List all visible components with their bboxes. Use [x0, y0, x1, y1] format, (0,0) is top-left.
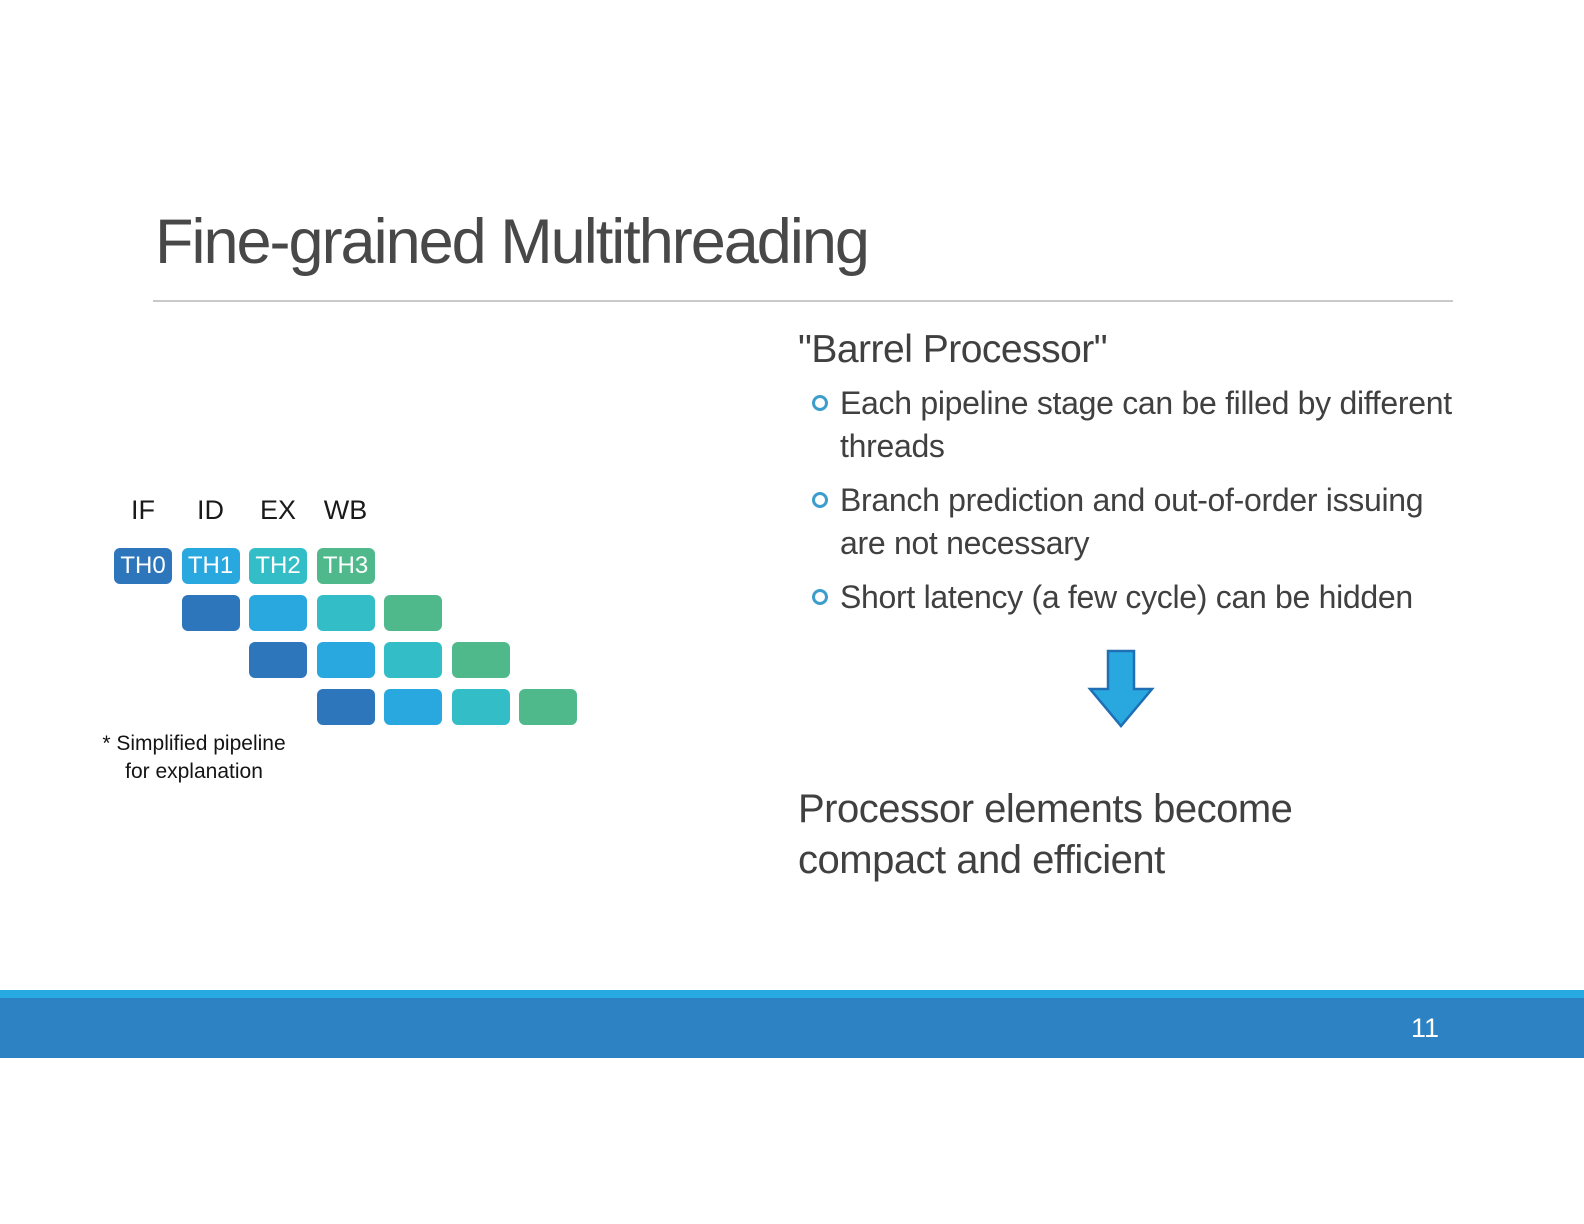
down-arrow-shape — [1087, 649, 1155, 728]
bullet-text: Branch prediction and out-of-order issui… — [840, 482, 1424, 561]
footer-accent-strip — [0, 990, 1584, 998]
stage-header-label: ID — [197, 495, 224, 525]
pipeline-cell: TH3 — [316, 548, 375, 584]
pipeline-cell — [249, 595, 307, 631]
pipeline-cell: TH2 — [249, 548, 307, 584]
bullet-circle-icon — [812, 395, 828, 411]
bullet-text: Each pipeline stage can be filled by dif… — [840, 385, 1452, 464]
conclusion-text: Processor elements become compact and ef… — [798, 787, 1293, 882]
slide-title: Fine-grained Multithreading — [155, 207, 870, 277]
stage-header-label: EX — [259, 495, 297, 525]
bullet-item: Short latency (a few cycle) can be hidde… — [812, 576, 1452, 619]
bullet-item: Each pipeline stage can be filled by dif… — [812, 382, 1452, 468]
title-divider — [153, 300, 1453, 302]
caption-line-2: for explanation — [125, 760, 263, 783]
section-heading: "Barrel Processor" — [798, 328, 1108, 371]
pipeline-cell — [451, 689, 510, 725]
bullet-item: Branch prediction and out-of-order issui… — [812, 479, 1452, 565]
down-arrow-icon — [1087, 649, 1155, 734]
pipeline-cell: TH1 — [181, 548, 240, 584]
pipeline-cell — [181, 595, 240, 631]
pipeline-cell — [451, 642, 510, 678]
bullet-list: Each pipeline stage can be filled by dif… — [812, 382, 1452, 630]
stage-header-label: IF — [131, 495, 155, 525]
bullet-circle-icon — [812, 589, 828, 605]
pipeline-cell — [384, 642, 442, 678]
pipeline-cell — [316, 689, 375, 725]
diagram-caption: * Simplified pipeline for explanation — [96, 730, 292, 786]
stage-header-label: WB — [323, 495, 368, 525]
pipeline-cell: TH0 — [114, 548, 172, 584]
pipeline-cell — [316, 595, 375, 631]
footer-bar — [0, 998, 1584, 1058]
pipeline-cell — [316, 642, 375, 678]
pipeline-cell — [384, 595, 442, 631]
bullet-circle-icon — [812, 492, 828, 508]
page-number: 11 — [1410, 1013, 1440, 1043]
pipeline-cell — [249, 642, 307, 678]
bullet-text: Short latency (a few cycle) can be hidde… — [840, 579, 1413, 615]
caption-line-1: * Simplified pipeline — [102, 732, 286, 755]
pipeline-cell — [519, 689, 577, 725]
pipeline-cell — [384, 689, 442, 725]
